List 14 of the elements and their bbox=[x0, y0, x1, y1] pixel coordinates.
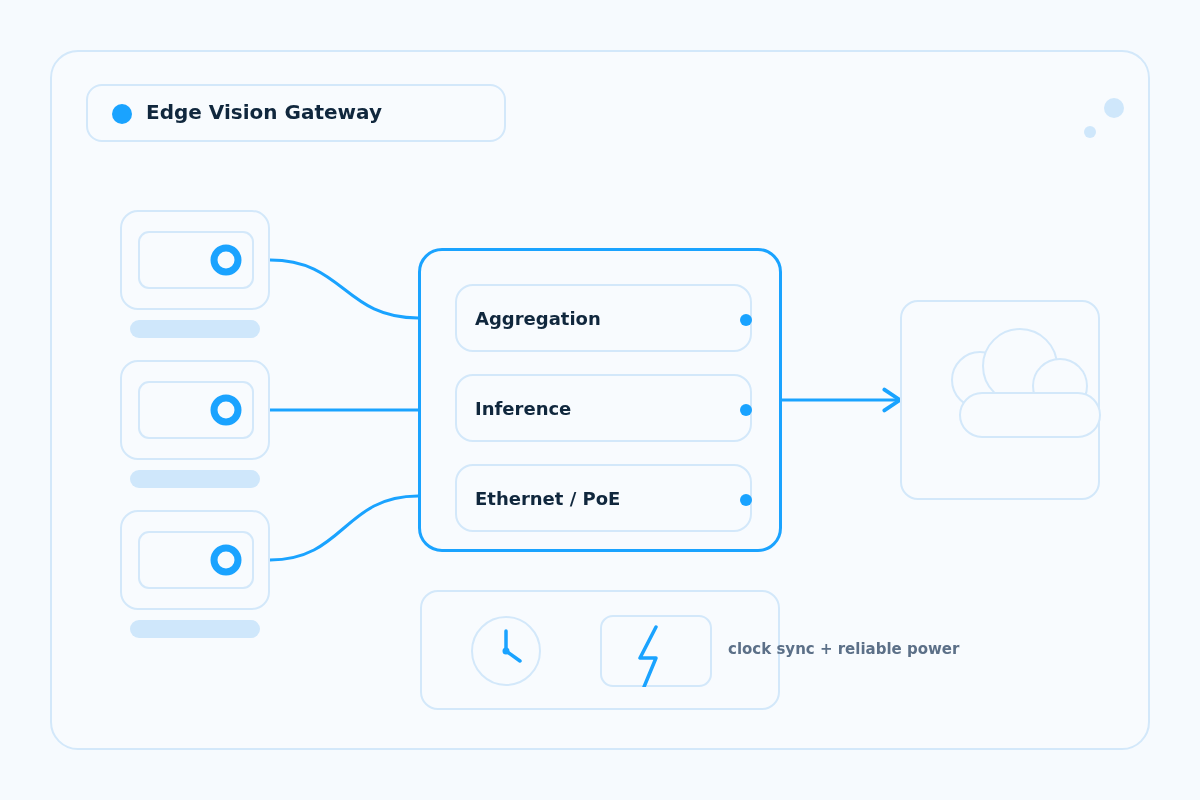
cloud-card bbox=[900, 300, 1100, 500]
title-text: Edge Vision Gateway bbox=[146, 100, 382, 124]
note-text: clock sync + reliable power bbox=[728, 640, 960, 658]
module-box bbox=[455, 374, 752, 442]
module-box bbox=[455, 284, 752, 352]
module-box bbox=[455, 464, 752, 532]
module-label: Ethernet / PoE bbox=[475, 487, 621, 509]
camera-card bbox=[120, 210, 270, 310]
camera-card bbox=[120, 510, 270, 610]
gateway-box bbox=[418, 248, 782, 552]
module-label: Aggregation bbox=[475, 307, 601, 329]
camera-card bbox=[120, 360, 270, 460]
connector-arrow bbox=[780, 387, 902, 413]
module-label: Inference bbox=[475, 397, 572, 419]
